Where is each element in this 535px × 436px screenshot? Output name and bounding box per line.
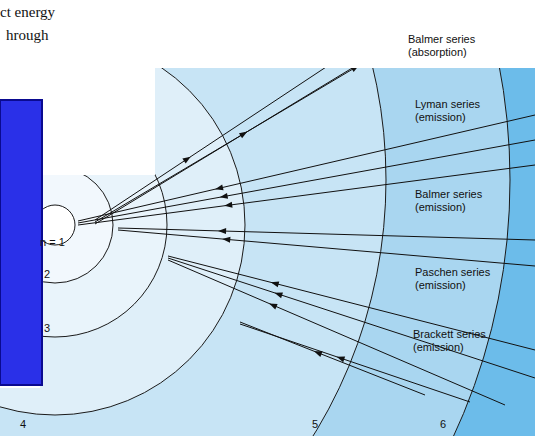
- arrow-head: [224, 202, 232, 208]
- page-text: ct energy: [0, 4, 55, 21]
- transition-line: [168, 260, 505, 405]
- level-number: n = 1: [40, 236, 65, 249]
- transition-line: [78, 115, 535, 221]
- arrow-head: [271, 281, 279, 287]
- arrow-head: [222, 237, 230, 243]
- arrow-head: [182, 157, 190, 164]
- series-label: Balmer series (emission): [415, 188, 501, 213]
- page-text: hrough: [6, 27, 49, 44]
- transition-line: [78, 140, 535, 223]
- transition-line: [95, 44, 395, 222]
- level-number: 2: [44, 268, 50, 281]
- series-label: Paschen series (emission): [415, 266, 501, 291]
- transition-line: [118, 230, 535, 266]
- arrow-head: [274, 292, 283, 298]
- orbit-6: [0, 0, 510, 436]
- arrow-head: [269, 304, 278, 310]
- orbit-4: [0, 35, 245, 415]
- arrow-head: [218, 228, 226, 234]
- series-label: Brackett series (emission): [413, 328, 499, 353]
- side-panel: [0, 100, 42, 385]
- transition-line: [118, 228, 535, 240]
- transition-arrows: [78, 28, 535, 405]
- arrow-head: [351, 65, 359, 72]
- arrow-head: [314, 351, 323, 357]
- transition-line: [95, 56, 372, 224]
- arrow-head: [215, 184, 223, 190]
- level-number: 5: [312, 418, 318, 431]
- level-number: 6: [440, 418, 446, 431]
- transition-line: [78, 165, 535, 225]
- series-label: Lyman series (emission): [415, 98, 501, 123]
- series-label: Balmer series (absorption): [408, 33, 494, 58]
- arrow-head: [220, 193, 228, 199]
- transition-line: [95, 28, 385, 220]
- transition-line: [168, 258, 535, 378]
- level-number: 4: [20, 418, 26, 431]
- arrow-head: [239, 132, 247, 139]
- arrow-head: [337, 356, 346, 362]
- orbit-5: [0, 0, 386, 436]
- level-number: 3: [44, 322, 50, 335]
